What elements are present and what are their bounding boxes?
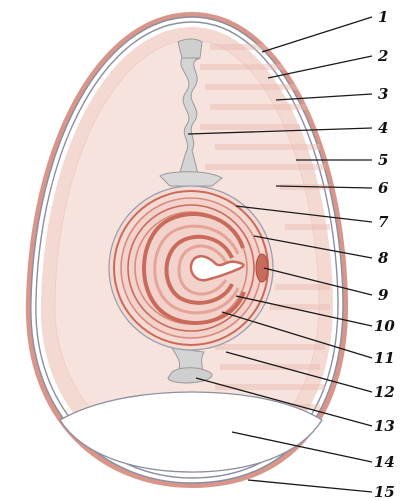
callout-3: 3: [378, 85, 388, 103]
callout-15: 15: [374, 483, 395, 501]
callout-13: 13: [374, 417, 395, 435]
callout-12: 12: [374, 383, 395, 401]
callout-1: 1: [378, 8, 388, 26]
callout-labels: 1 2 3 4 5 6 7 8 9 10 11 12 13 14 15: [374, 8, 395, 501]
callout-8: 8: [378, 249, 389, 267]
yolk: [109, 186, 273, 350]
callout-10: 10: [374, 317, 395, 335]
callout-5: 5: [378, 151, 388, 169]
callout-4: 4: [378, 119, 388, 137]
callout-11: 11: [374, 349, 395, 367]
callout-6: 6: [378, 179, 389, 197]
leader-15: [248, 480, 372, 492]
callout-2: 2: [377, 47, 388, 65]
callout-7: 7: [378, 213, 389, 231]
leader-1: [262, 17, 372, 52]
callout-9: 9: [378, 286, 389, 304]
callout-14: 14: [374, 453, 395, 471]
